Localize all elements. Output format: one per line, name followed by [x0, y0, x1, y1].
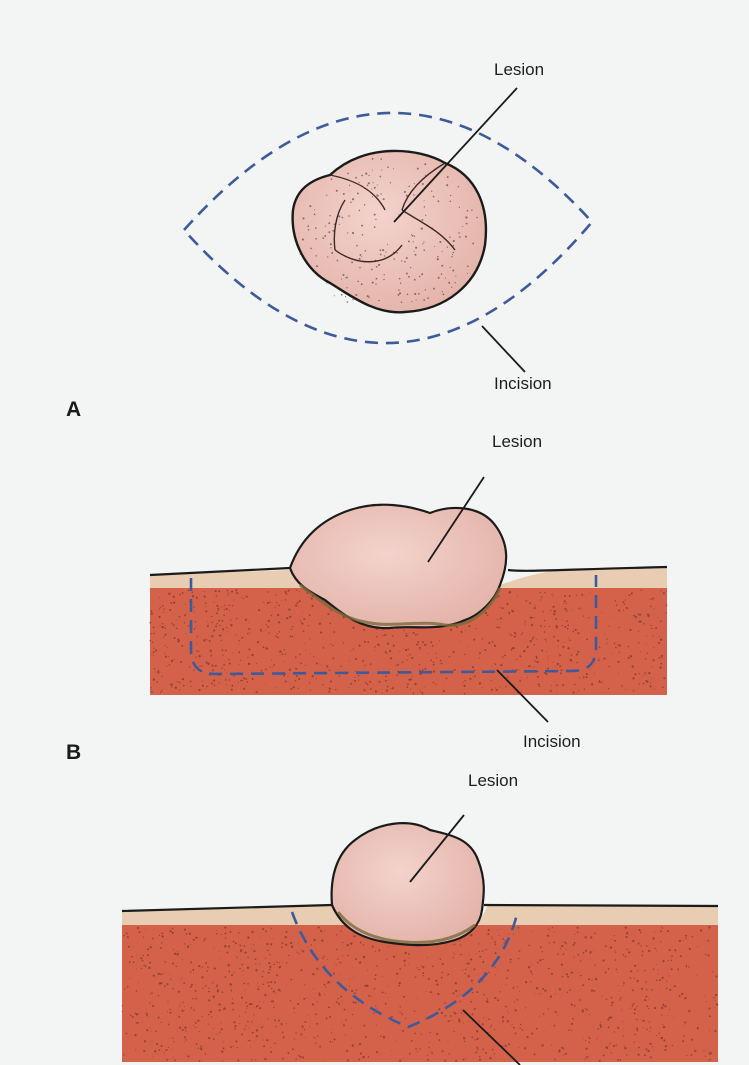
panel-c-lesion-label: Lesion [468, 771, 518, 791]
panel-a-illustration [184, 88, 592, 372]
panel-a-incision-leader [482, 326, 525, 372]
panel-b-incision-label: Incision [523, 732, 581, 752]
panel-b-letter: B [66, 741, 81, 765]
panel-b-illustration [149, 477, 667, 722]
panel-a-letter: A [66, 398, 81, 422]
panel-a-lesion-outline [293, 151, 486, 312]
panel-b-lesion-label: Lesion [492, 432, 542, 452]
panel-a-lesion-label: Lesion [494, 60, 544, 80]
panel-a-incision-label: Incision [494, 374, 552, 394]
panel-c-illustration [122, 815, 718, 1065]
